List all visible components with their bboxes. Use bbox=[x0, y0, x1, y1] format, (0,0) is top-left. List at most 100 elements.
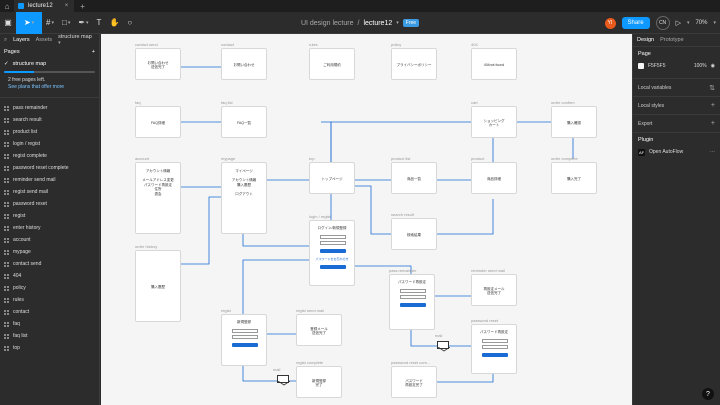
wireframe-frame[interactable]: プライバシーポリシー bbox=[391, 48, 437, 80]
layer-item[interactable]: mypage bbox=[0, 246, 99, 258]
layer-item[interactable]: regist complete bbox=[0, 150, 99, 162]
layer-item[interactable]: policy bbox=[0, 282, 99, 294]
frame-label[interactable]: order confirm bbox=[551, 100, 575, 105]
tab-assets[interactable]: Assets bbox=[35, 37, 53, 43]
frame-label[interactable]: account bbox=[135, 156, 150, 161]
wireframe-frame[interactable]: パスワード再設定 bbox=[471, 324, 517, 374]
frame-label[interactable]: rules bbox=[309, 42, 318, 47]
wireframe-frame[interactable]: パスワード再設定 bbox=[389, 274, 435, 330]
layer-item[interactable]: top bbox=[0, 342, 99, 354]
background-color-row[interactable]: F5F5F5 100% ◉ bbox=[633, 60, 720, 72]
wireframe-frame[interactable]: FAQ一覧 bbox=[221, 106, 267, 138]
frame-label[interactable]: product bbox=[471, 156, 485, 161]
layer-item[interactable]: contact send bbox=[0, 258, 99, 270]
layer-item[interactable]: regist bbox=[0, 210, 99, 222]
frame-label[interactable]: pass remainder bbox=[389, 268, 417, 273]
color-swatch[interactable] bbox=[638, 63, 644, 69]
hand-tool-icon[interactable]: ✋ bbox=[109, 18, 120, 27]
frame-label[interactable]: regist bbox=[221, 308, 231, 313]
wireframe-frame[interactable]: 購入履歴 bbox=[135, 250, 181, 322]
pen-tool-icon[interactable]: ✒▾ bbox=[78, 18, 89, 27]
tab-layers[interactable]: Layers bbox=[13, 37, 30, 43]
wireframe-frame[interactable]: ご利用規約 bbox=[309, 48, 355, 80]
current-page-selector[interactable]: structure map ▾ bbox=[58, 34, 95, 46]
zoom-level[interactable]: 70% bbox=[695, 20, 708, 26]
user-avatar-cn[interactable]: CN bbox=[655, 16, 670, 30]
layer-item[interactable]: 404 bbox=[0, 270, 99, 282]
frame-label[interactable]: product list bbox=[391, 156, 411, 161]
wireframe-frame[interactable]: 購入完了 bbox=[551, 162, 597, 194]
frame-label[interactable]: mypage bbox=[221, 156, 236, 161]
frame-label[interactable]: cart bbox=[471, 100, 478, 105]
see-plans-link[interactable]: See plans that offer more bbox=[8, 84, 65, 90]
wireframe-frame[interactable]: パスワード 再設定完了 bbox=[391, 366, 437, 398]
frame-label[interactable]: top bbox=[309, 156, 315, 161]
layer-item[interactable]: reminder send mail bbox=[0, 174, 99, 186]
wireframe-frame[interactable]: ログイン/新規登録パスワードをお忘れの方 bbox=[309, 220, 355, 286]
search-icon[interactable]: ⌕ bbox=[4, 36, 8, 43]
layer-item[interactable]: rules bbox=[0, 294, 99, 306]
layer-item[interactable]: account bbox=[0, 234, 99, 246]
move-tool-icon[interactable]: ➤▾ bbox=[16, 11, 42, 34]
layer-item[interactable]: password reset complete bbox=[0, 162, 99, 174]
new-tab-icon[interactable]: + bbox=[80, 1, 85, 11]
wireframe-frame[interactable]: 商品一覧 bbox=[391, 162, 437, 194]
wireframe-frame[interactable]: お問い合わせ bbox=[221, 48, 267, 80]
frame-label[interactable]: faq bbox=[135, 100, 141, 105]
layer-item[interactable]: login / regist bbox=[0, 138, 99, 150]
frame-label[interactable]: password reset com... bbox=[391, 360, 431, 365]
local-variables-row[interactable]: Local variables ⇅ bbox=[633, 78, 720, 96]
wireframe-frame[interactable]: 購入確認 bbox=[551, 106, 597, 138]
export-row[interactable]: Export + bbox=[633, 114, 720, 132]
avatar[interactable]: YI bbox=[604, 17, 616, 29]
layer-item[interactable]: faq bbox=[0, 318, 99, 330]
frame-label[interactable]: order history bbox=[135, 244, 158, 249]
wireframe-frame[interactable]: 登録メール 送信完了 bbox=[296, 314, 342, 346]
frame-label[interactable]: password reset bbox=[471, 318, 499, 323]
file-tab[interactable]: lecture12 × bbox=[14, 0, 75, 12]
wireframe-frame[interactable]: マイページ アカウント情報 購入履歴 ログアウト bbox=[221, 162, 267, 234]
frame-label[interactable]: contact send bbox=[135, 42, 158, 47]
layer-item[interactable]: contact bbox=[0, 306, 99, 318]
wireframe-frame[interactable]: お問い合わせ 送信完了 bbox=[135, 48, 181, 80]
variables-settings-icon[interactable]: ⇅ bbox=[709, 84, 715, 92]
frame-label[interactable]: reminder send mail bbox=[471, 268, 506, 273]
layer-item[interactable]: password reset bbox=[0, 198, 99, 210]
present-chevron-icon[interactable]: ▾ bbox=[686, 20, 690, 26]
wireframe-frame[interactable]: 404not found bbox=[471, 48, 517, 80]
frame-label[interactable]: 404 bbox=[471, 42, 478, 47]
page-item-structure-map[interactable]: ✓ structure map bbox=[0, 58, 99, 69]
layer-item[interactable]: search result bbox=[0, 114, 99, 126]
wireframe-frame[interactable]: 再設定メール 送信完了 bbox=[471, 274, 517, 306]
share-button[interactable]: Share bbox=[621, 17, 650, 29]
frame-label[interactable]: order complete bbox=[551, 156, 578, 161]
home-icon[interactable]: ⌂ bbox=[4, 1, 10, 11]
breadcrumb-file[interactable]: lecture12 bbox=[363, 19, 393, 27]
breadcrumb-project[interactable]: UI design lecture bbox=[300, 19, 354, 27]
wireframe-frame[interactable]: 新規登録 完了 bbox=[296, 366, 342, 398]
present-icon[interactable]: ▷ bbox=[675, 20, 681, 27]
help-button[interactable]: ? bbox=[702, 388, 714, 400]
more-icon[interactable]: ⋯ bbox=[710, 149, 715, 155]
wireframe-frame[interactable]: ショッピング カート bbox=[471, 106, 517, 138]
layer-item[interactable]: regist send mail bbox=[0, 186, 99, 198]
bg-opacity[interactable]: 100% bbox=[693, 63, 707, 69]
tab-design[interactable]: Design bbox=[637, 37, 655, 43]
add-export-icon[interactable]: + bbox=[710, 120, 715, 127]
wireframe-frame[interactable]: 検索結果 bbox=[391, 218, 437, 250]
tab-prototype[interactable]: Prototype bbox=[660, 37, 684, 43]
layer-item[interactable]: faq list bbox=[0, 330, 99, 342]
wireframe-frame[interactable]: 新規登録 bbox=[221, 314, 267, 366]
frame-label[interactable]: faq list bbox=[221, 100, 233, 105]
layer-item[interactable]: enter history bbox=[0, 222, 99, 234]
shape-tool-icon[interactable]: □▾ bbox=[61, 18, 71, 27]
frame-label[interactable]: regist complete bbox=[296, 360, 324, 365]
frame-tool-icon[interactable]: #▾ bbox=[46, 18, 54, 27]
wireframe-frame[interactable]: アカウント情報 メールアドレス変更 パスワード再設定 住所 退会 bbox=[135, 162, 181, 234]
add-page-icon[interactable]: + bbox=[91, 49, 95, 55]
bg-hex[interactable]: F5F5F5 bbox=[648, 63, 666, 69]
plugin-row[interactable]: AF Open AutoFlow ⋯ bbox=[633, 146, 720, 158]
frame-label[interactable]: contact bbox=[221, 42, 234, 47]
eye-icon[interactable]: ◉ bbox=[710, 63, 715, 69]
